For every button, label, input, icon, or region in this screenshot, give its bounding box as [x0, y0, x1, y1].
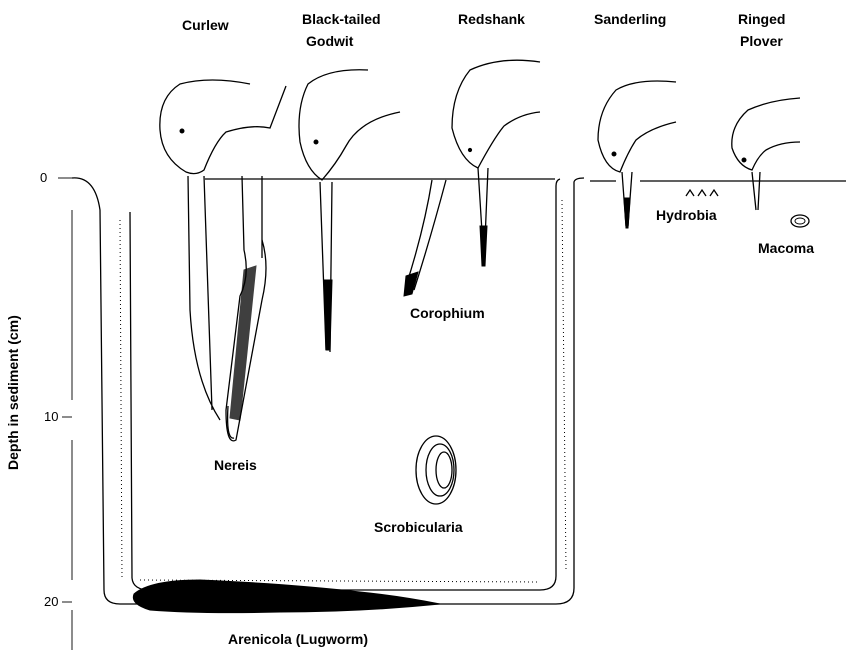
hydrobia: Hydrobia	[656, 190, 718, 223]
godwit-head	[299, 70, 400, 352]
tick-10: 10	[44, 409, 58, 424]
curlew-head	[160, 80, 286, 438]
label-sanderling: Sanderling	[594, 11, 666, 27]
label-curlew: Curlew	[182, 17, 229, 33]
ringed-plover-head	[732, 98, 800, 210]
label-godwit-line2: Godwit	[306, 33, 354, 49]
tick-20: 20	[44, 594, 58, 609]
redshank-head	[452, 60, 540, 266]
label-arenicola: Arenicola (Lugworm)	[228, 631, 368, 647]
tick-0: 0	[40, 170, 47, 185]
label-scrobicularia: Scrobicularia	[374, 519, 463, 535]
scrobicularia: Scrobicularia	[374, 436, 463, 535]
depth-axis: Depth in sediment (cm) 0 10 20	[5, 170, 72, 650]
sanderling-head	[598, 81, 676, 228]
corophium: Corophium	[404, 180, 485, 321]
label-macoma: Macoma	[758, 240, 814, 256]
sediment-surface	[72, 178, 846, 604]
macoma: Macoma	[758, 215, 814, 256]
label-corophium: Corophium	[410, 305, 485, 321]
label-ringed-plover-line2: Plover	[740, 33, 783, 49]
label-hydrobia: Hydrobia	[656, 207, 717, 223]
label-nereis: Nereis	[214, 457, 257, 473]
nereis: Nereis	[214, 176, 266, 473]
label-redshank: Redshank	[458, 11, 525, 27]
label-ringed-plover-line1: Ringed	[738, 11, 785, 27]
axis-label: Depth in sediment (cm)	[5, 315, 21, 470]
label-godwit-line1: Black-tailed	[302, 11, 381, 27]
